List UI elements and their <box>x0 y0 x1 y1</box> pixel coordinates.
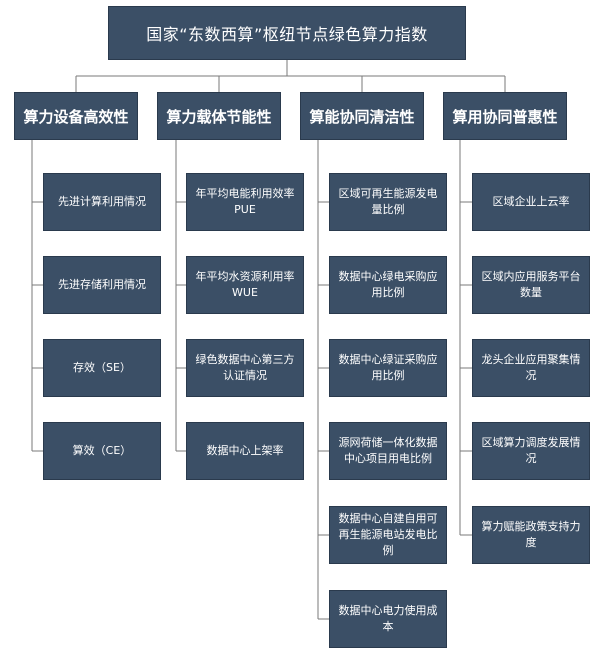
indicator-label: 数据中心上架率 <box>206 444 284 457</box>
indicator-label: 年平均水资源利用率WUE <box>195 270 295 299</box>
indicator-node: 先进计算利用情况 <box>43 173 161 231</box>
indicator-label: 区域内应用服务平台数量 <box>481 270 581 299</box>
indicator-node: 绿色数据中心第三方认证情况 <box>186 339 304 397</box>
indicator-node: 数据中心绿电采购应用比例 <box>329 256 447 314</box>
category-carrier-energy-saving: 算力载体节能性 <box>157 92 281 140</box>
indicator-label: 数据中心绿电采购应用比例 <box>338 270 438 299</box>
indicator-node: 年平均电能利用效率PUE <box>186 173 304 231</box>
indicator-node: 源网荷储一体化数据中心项目用电比例 <box>329 422 447 480</box>
indicator-node: 数据中心上架率 <box>186 422 304 480</box>
category-energy-clean: 算能协同清洁性 <box>300 92 424 140</box>
indicator-node: 龙头企业应用聚集情况 <box>472 339 590 397</box>
indicator-node: 区域可再生能源发电量比例 <box>329 173 447 231</box>
indicator-label: 区域企业上云率 <box>492 195 570 208</box>
indicator-node: 数据中心自建自用可再生能源电站发电比例 <box>329 506 447 564</box>
root-node: 国家“东数西算”枢纽节点绿色算力指数 <box>108 6 466 60</box>
root-label: 国家“东数西算”枢纽节点绿色算力指数 <box>146 25 428 44</box>
indicator-label: 数据中心自建自用可再生能源电站发电比例 <box>338 512 438 557</box>
indicator-label: 区域算力调度发展情况 <box>481 436 581 465</box>
indicator-node: 年平均水资源利用率WUE <box>186 256 304 314</box>
indicator-label: 算力赋能政策支持力度 <box>481 520 581 549</box>
category-label: 算力载体节能性 <box>166 107 272 126</box>
indicator-label: 数据中心绿证采购应用比例 <box>338 353 438 382</box>
indicator-node: 算效（CE） <box>43 422 161 480</box>
indicator-node: 算力赋能政策支持力度 <box>472 506 590 564</box>
indicator-label: 存效（SE） <box>73 361 131 374</box>
category-device-efficiency: 算力设备高效性 <box>14 92 138 140</box>
indicator-label: 源网荷储一体化数据中心项目用电比例 <box>338 436 438 465</box>
indicator-label: 先进计算利用情况 <box>58 195 146 208</box>
category-application-inclusive: 算用协同普惠性 <box>443 92 567 140</box>
indicator-node: 区域企业上云率 <box>472 173 590 231</box>
indicator-label: 先进存储利用情况 <box>58 278 146 291</box>
indicator-node: 区域算力调度发展情况 <box>472 422 590 480</box>
indicator-node: 区域内应用服务平台数量 <box>472 256 590 314</box>
category-label: 算用协同普惠性 <box>452 107 558 126</box>
indicator-node: 数据中心绿证采购应用比例 <box>329 339 447 397</box>
indicator-node: 先进存储利用情况 <box>43 256 161 314</box>
category-label: 算能协同清洁性 <box>309 107 415 126</box>
indicator-label: 算效（CE） <box>72 444 132 457</box>
indicator-node: 存效（SE） <box>43 339 161 397</box>
indicator-node: 数据中心电力使用成本 <box>329 590 447 648</box>
category-label: 算力设备高效性 <box>23 107 129 126</box>
indicator-label: 龙头企业应用聚集情况 <box>481 353 581 382</box>
indicator-label: 年平均电能利用效率PUE <box>195 187 295 216</box>
indicator-label: 绿色数据中心第三方认证情况 <box>195 353 295 382</box>
indicator-label: 区域可再生能源发电量比例 <box>338 187 438 216</box>
indicator-label: 数据中心电力使用成本 <box>338 604 438 633</box>
